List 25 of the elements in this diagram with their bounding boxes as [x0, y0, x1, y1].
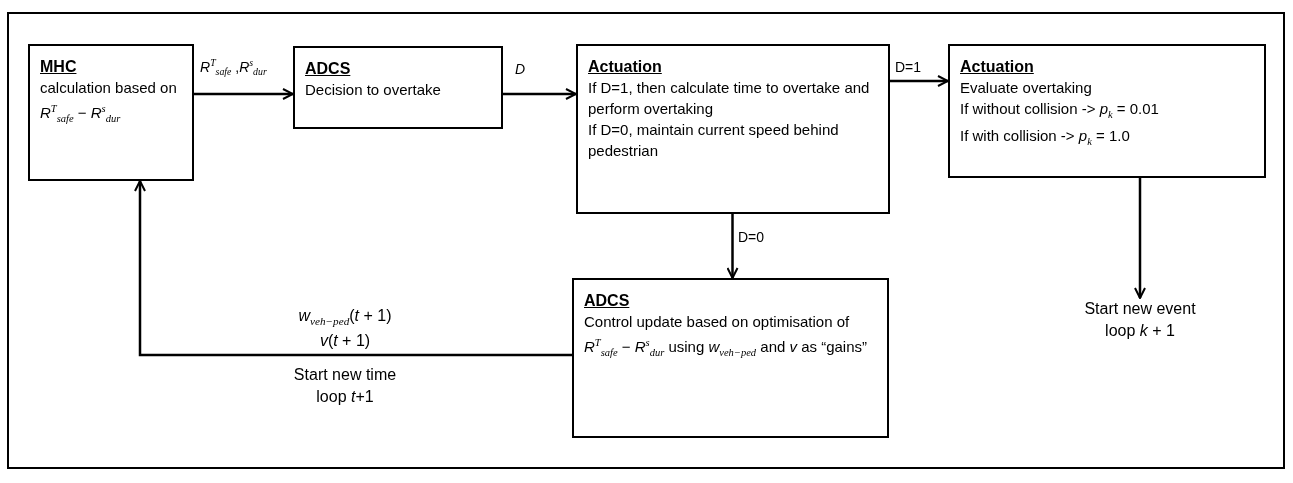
box-text: Evaluate overtaking	[960, 78, 1093, 98]
box-text: Control update based on optimisation of R$^{T}$$_{safe}$ − R$^{s}$$_{dur}$ using w$_{veh−ped}$ and v as “gains”	[584, 312, 869, 360]
process-box	[576, 44, 890, 214]
box-heading: ADCS	[305, 59, 351, 79]
arrow	[194, 88, 294, 100]
box-text: If D=1, then calculate time to overtake and perform overtaking	[588, 78, 871, 119]
box-heading: Actuation	[960, 57, 1034, 77]
arrow	[503, 88, 577, 100]
loop-text: Start new time loop t+1	[292, 365, 398, 407]
process-box	[948, 44, 1266, 178]
process-box	[28, 44, 194, 181]
arrow	[726, 214, 739, 279]
process-box	[572, 278, 889, 438]
box-text: Decision to overtake	[305, 80, 442, 100]
process-box	[293, 46, 503, 129]
box-heading: MHC	[40, 57, 77, 77]
box-heading: Actuation	[588, 57, 662, 77]
loop-text: Start new event loop k + 1	[1075, 298, 1205, 342]
box-text: If without collision -> p$_{k}$ = 0.01	[960, 99, 1160, 122]
arrow	[134, 180, 572, 357]
box-text: If with collision -> p$_{k}$ = 1.0	[960, 126, 1131, 149]
arrow	[890, 75, 949, 87]
arrow	[1134, 178, 1146, 299]
box-text: If D=0, maintain current speed behind pedestrian	[588, 120, 840, 161]
box-heading: ADCS	[584, 291, 630, 311]
